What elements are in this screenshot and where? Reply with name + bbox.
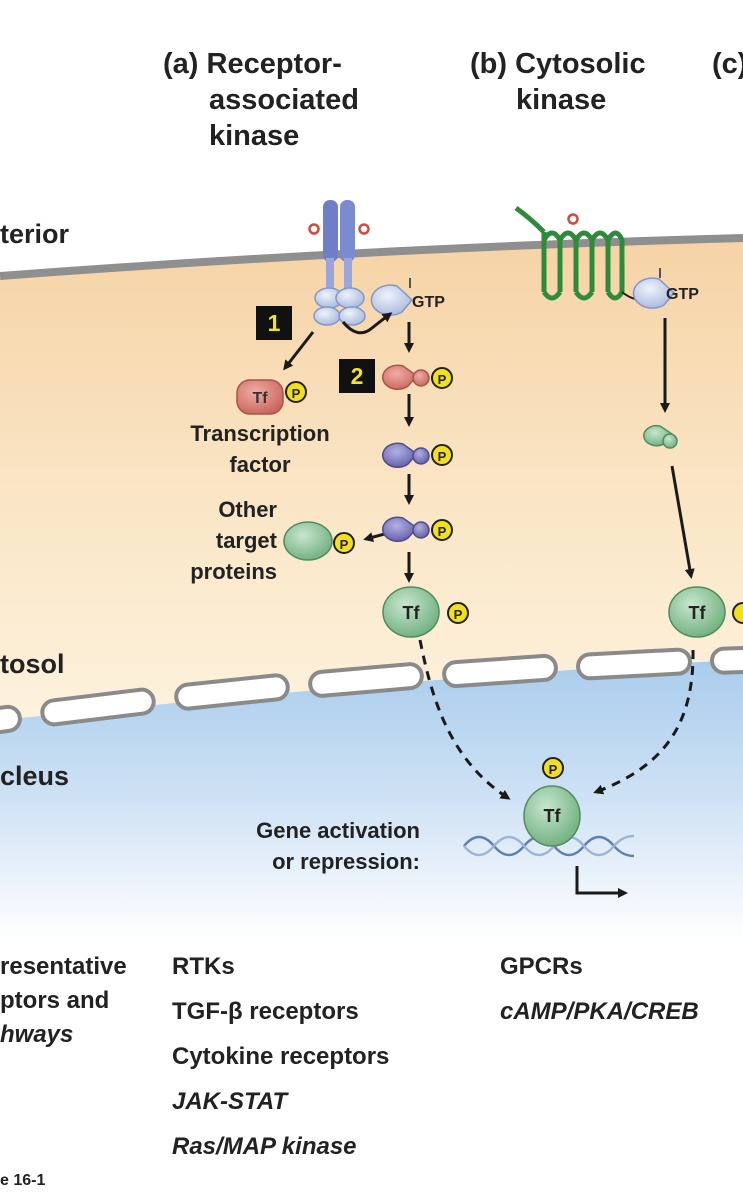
list-item: Cytokine receptors [172, 1043, 390, 1070]
representative-label: resentative ptors and hways [0, 953, 127, 1048]
list-item: cAMP/PKA/CREB [500, 998, 699, 1025]
cytosolic-list: GPCRs cAMP/PKA/CREB [500, 944, 699, 1034]
transcription-factor-label: Transcription factor [190, 421, 330, 477]
tf-green-icon: Tf [382, 586, 440, 638]
list-item: Ras/MAP kinase [172, 1133, 357, 1160]
phospho-group-icon: P [447, 602, 469, 624]
svg-text:P: P [292, 386, 301, 401]
tf-red-icon: Tf [236, 379, 284, 415]
phospho-group-icon [732, 602, 743, 624]
tf-nuclear-icon: Tf [523, 785, 581, 847]
ras-gtp-icon [370, 278, 414, 316]
pka-kinase-icon [643, 424, 678, 449]
figure-caption: e 16-1 [0, 1172, 46, 1189]
dashed-arrow-a-to-nucleus [418, 639, 511, 800]
svg-text:P: P [438, 449, 447, 464]
phospho-group-icon: P [542, 757, 564, 779]
phospho-group-icon: P [285, 381, 307, 403]
g-protein-gtp-icon [632, 268, 676, 309]
raf-kinase-icon [382, 364, 430, 390]
step-marker-1: 1 [256, 306, 292, 340]
gpcr-icon [514, 205, 643, 301]
other-targets-label: Other target proteins [190, 497, 277, 584]
target-protein-icon [283, 521, 333, 561]
list-item: JAK-STAT [172, 1088, 288, 1115]
nuclear-envelope [0, 645, 743, 736]
list-item: RTKs [172, 953, 235, 980]
dashed-arrow-b-to-nucleus [593, 649, 695, 795]
arrow-kinase-to-tf [670, 465, 695, 579]
phospho-group-icon: P [431, 367, 453, 389]
heading-a: (a) Receptor- associated kinase [163, 48, 359, 152]
phospho-group-icon: P [333, 532, 355, 554]
cytosol-region [0, 240, 743, 720]
list-item: TGF-β receptors [172, 998, 359, 1025]
plasma-membrane [0, 234, 743, 280]
phospho-group-icon: P [431, 519, 453, 541]
svg-text:P: P [549, 762, 558, 777]
ligand-icon [308, 223, 320, 235]
region-label-nucleus: cleus [0, 761, 70, 791]
svg-text:P: P [438, 372, 447, 387]
region-label-cytosol: tosol [0, 649, 65, 679]
ligand-icon [567, 213, 579, 225]
transcription-start-arrow [575, 866, 628, 898]
receptor-associated-list: RTKs TGF-β receptors Cytokine receptors … [172, 944, 389, 1169]
svg-text:Tf: Tf [544, 806, 562, 826]
tf-green-icon: Tf [668, 586, 726, 638]
gtp-label-b: GTP [666, 286, 699, 303]
svg-text:P: P [454, 607, 463, 622]
gtp-label-a: GTP [412, 294, 445, 311]
nucleus-region [0, 660, 743, 940]
region-label-exterior: terior [0, 219, 70, 249]
step-marker-2: 2 [339, 359, 375, 393]
ligand-icon [358, 223, 370, 235]
heading-b: (b) Cytosolic kinase [470, 48, 646, 116]
svg-text:Tf: Tf [252, 390, 268, 407]
heading-c: (c) [712, 48, 743, 80]
receptor-dimer-icon [313, 200, 366, 326]
svg-text:Tf: Tf [403, 603, 421, 623]
arrow-receptor-to-ras [341, 312, 393, 335]
arrow-receptor-to-tf [283, 331, 315, 371]
list-item: GPCRs [500, 953, 583, 980]
svg-text:P: P [340, 537, 349, 552]
svg-text:Tf: Tf [689, 603, 707, 623]
mapk-kinase-icon [382, 516, 430, 542]
mek-kinase-icon [382, 442, 430, 468]
svg-text:P: P [438, 524, 447, 539]
phospho-group-icon: P [431, 444, 453, 466]
gene-activation-label: Gene activation or repression: [256, 818, 420, 874]
